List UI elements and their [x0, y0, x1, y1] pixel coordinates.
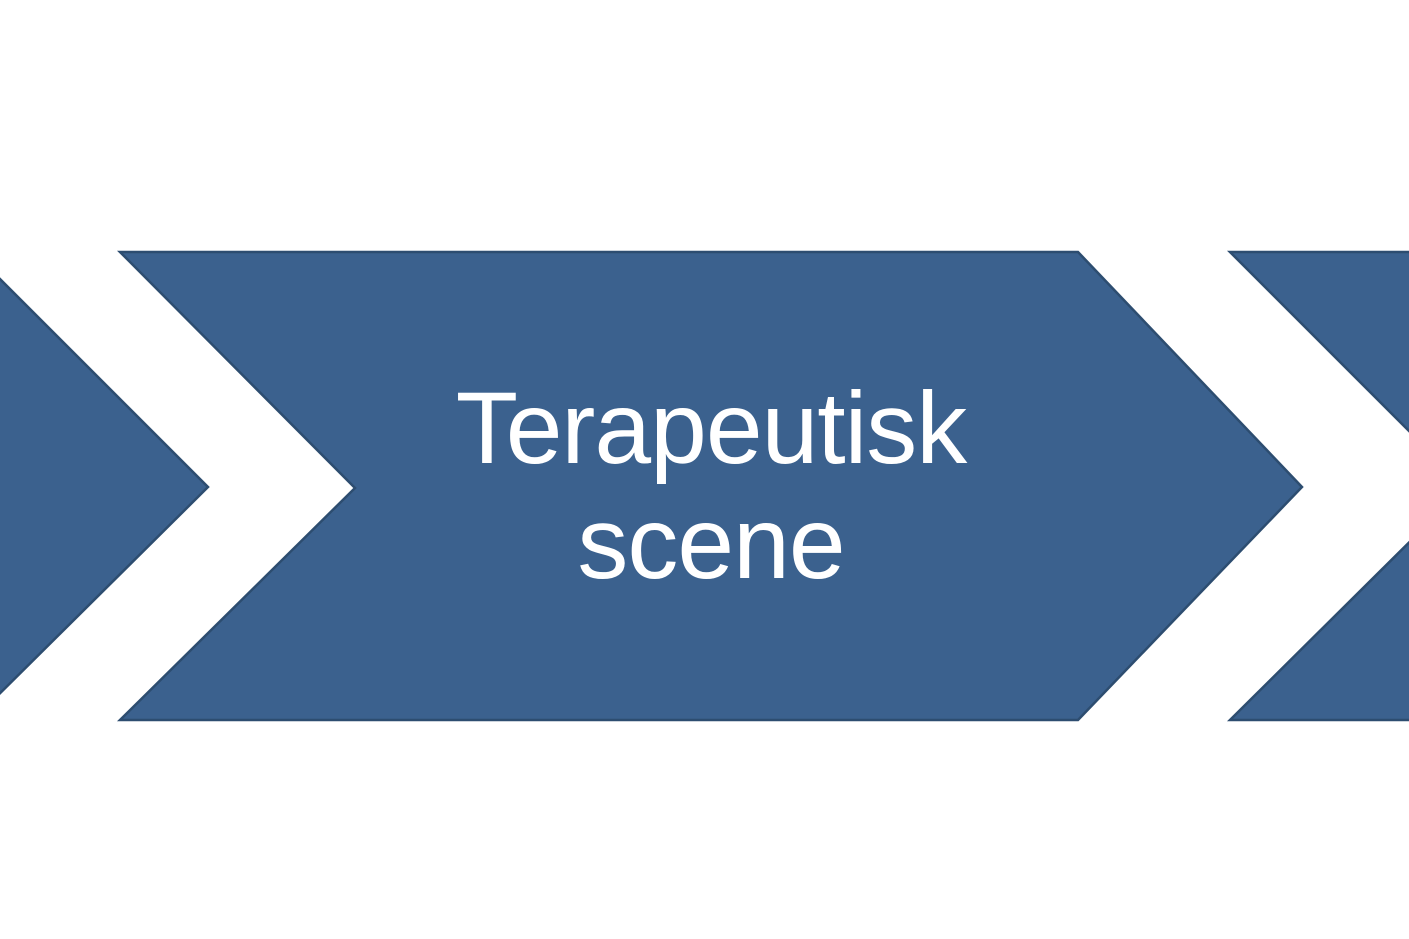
chevron-next-partial	[1226, 250, 1409, 722]
chevron-main	[116, 250, 1304, 722]
chevron-previous-partial	[0, 277, 210, 695]
